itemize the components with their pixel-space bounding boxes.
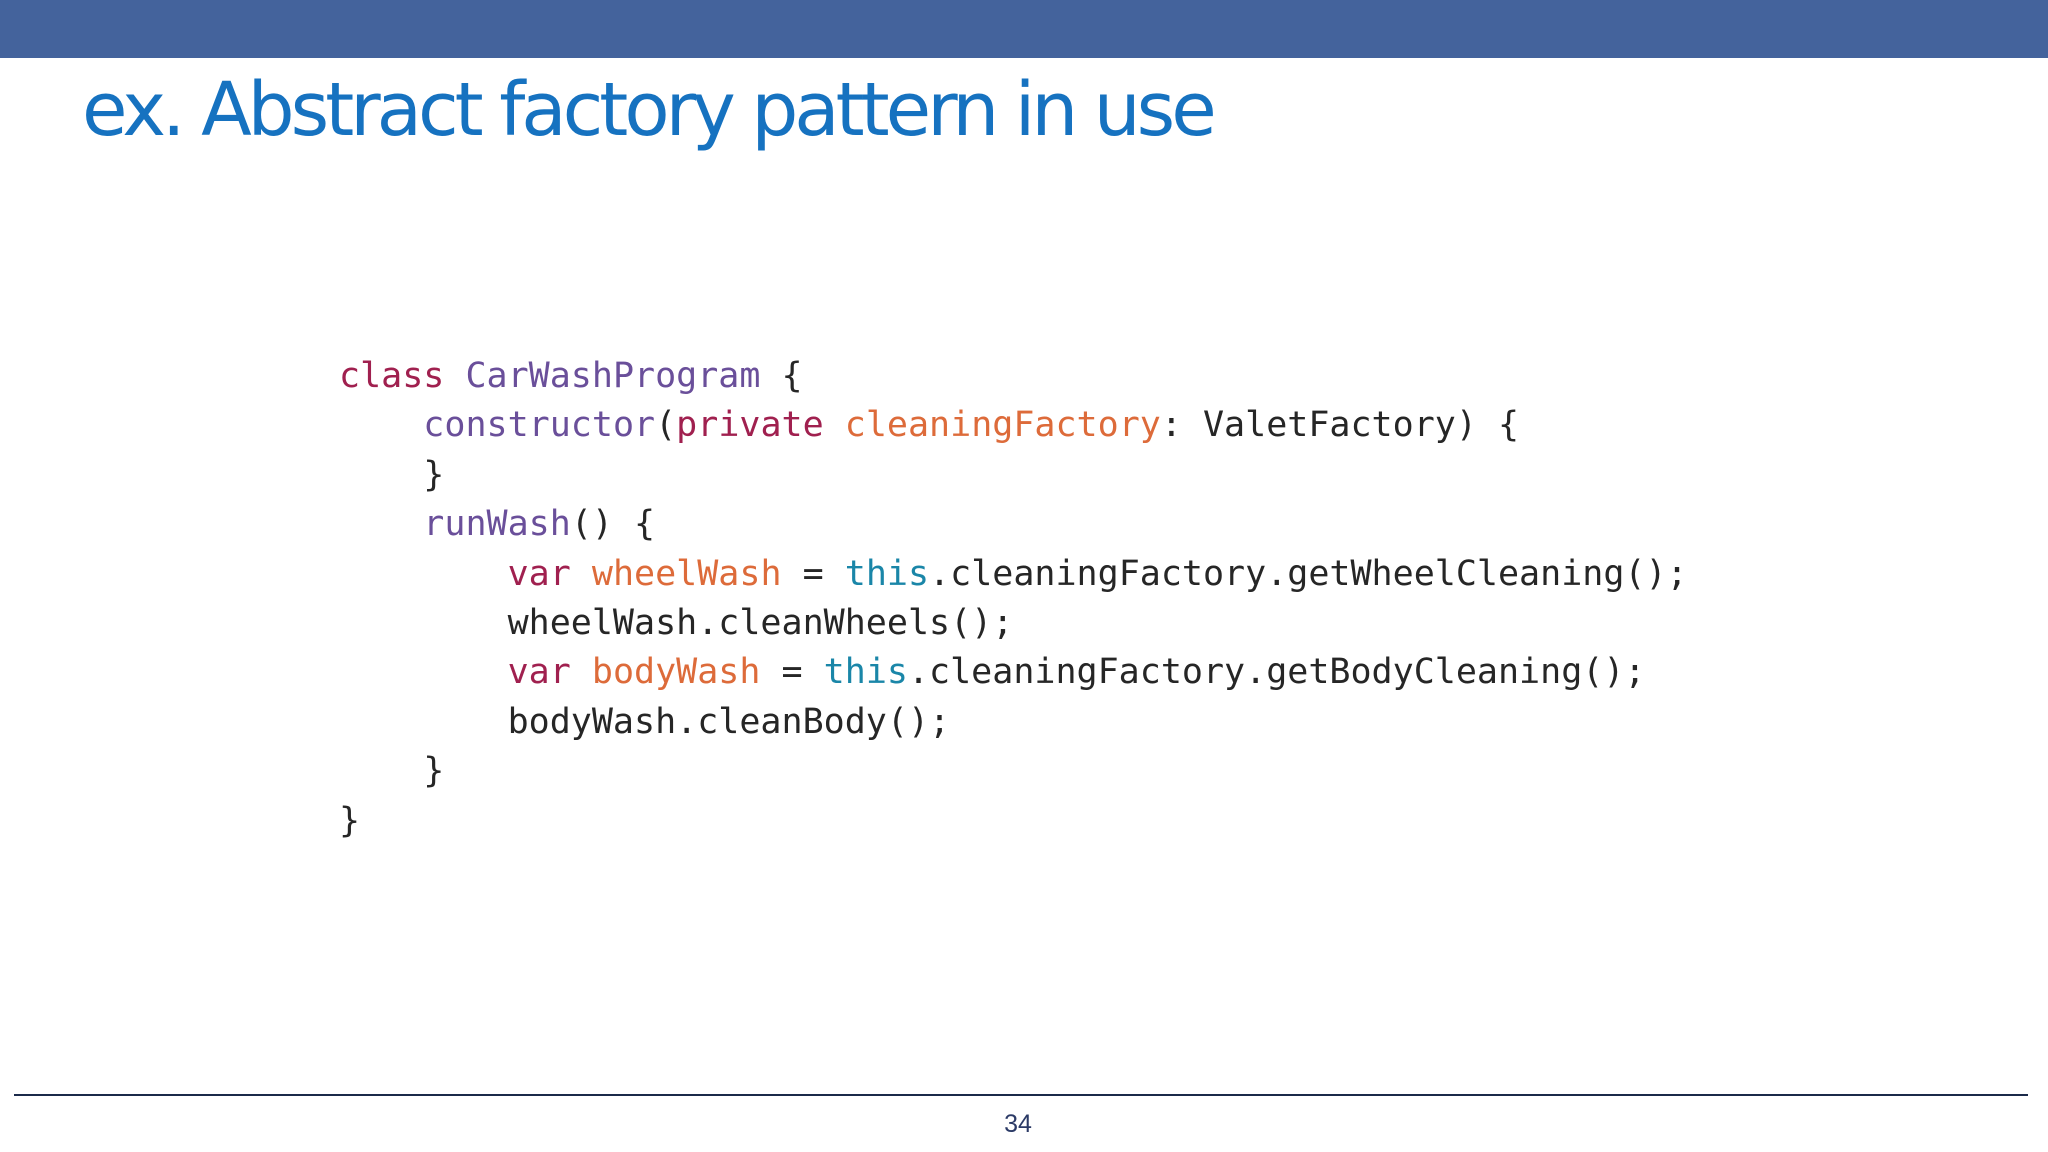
code-line: } <box>339 451 1688 500</box>
code-text-token <box>571 554 592 594</box>
identifier-token: wheelWash <box>591 553 782 594</box>
function-name-token: CarWashProgram <box>465 356 761 396</box>
code-text-token: bodyWash.cleanBody(); <box>339 701 951 742</box>
code-text-token: = <box>760 652 824 693</box>
code-text-token <box>571 652 592 692</box>
code-line: constructor(private cleaningFactory: Val… <box>339 401 1688 450</box>
code-text-token: : ValetFactory) { <box>1160 405 1520 446</box>
page-number: 34 <box>1004 1110 1032 1138</box>
keyword-token: var <box>507 553 571 594</box>
function-name-token: constructor <box>423 405 656 446</box>
code-text-token <box>339 652 508 692</box>
code-text-token: wheelWash.cleanWheels(); <box>339 602 1014 643</box>
code-line: var wheelWash = this.cleaningFactory.get… <box>339 550 1688 599</box>
code-line: } <box>339 747 1688 796</box>
code-line: wheelWash.cleanWheels(); <box>339 599 1688 648</box>
code-text-token: ( <box>655 405 677 446</box>
code-line: } <box>339 797 1688 846</box>
code-text-token: } <box>339 751 445 792</box>
code-text-token <box>444 356 465 396</box>
top-banner-bar <box>0 0 2048 58</box>
keyword-token: private <box>676 405 824 446</box>
code-text-token: = <box>781 553 845 594</box>
code-text-token: .cleaningFactory.getWheelCleaning(); <box>929 553 1688 594</box>
identifier-token: cleaningFactory <box>844 405 1161 446</box>
code-line: class CarWashProgram { <box>339 352 1688 401</box>
keyword-token: class <box>339 356 445 396</box>
slide-title: ex. Abstract factory pattern in use <box>82 67 1217 153</box>
code-text-token: } <box>339 800 361 841</box>
code-text-token <box>339 504 423 544</box>
code-text-token: () { <box>570 504 656 545</box>
footer-divider <box>14 1094 2028 1096</box>
code-block: class CarWashProgram { constructor(priva… <box>339 352 1688 846</box>
code-text-token: { <box>760 356 803 396</box>
keyword-token: var <box>507 652 571 693</box>
function-name-token: runWash <box>423 504 571 545</box>
code-text-token <box>339 405 423 445</box>
this-keyword-token: this <box>823 652 908 693</box>
code-text-token: .cleaningFactory.getBodyCleaning(); <box>907 652 1646 693</box>
code-line: runWash() { <box>339 500 1688 549</box>
code-text-token <box>824 405 845 445</box>
this-keyword-token: this <box>844 553 930 594</box>
code-line: var bodyWash = this.cleaningFactory.getB… <box>339 648 1688 697</box>
identifier-token: bodyWash <box>591 652 761 693</box>
code-text-token: } <box>339 454 445 495</box>
code-text-token <box>339 554 508 594</box>
code-line: bodyWash.cleanBody(); <box>339 698 1688 747</box>
